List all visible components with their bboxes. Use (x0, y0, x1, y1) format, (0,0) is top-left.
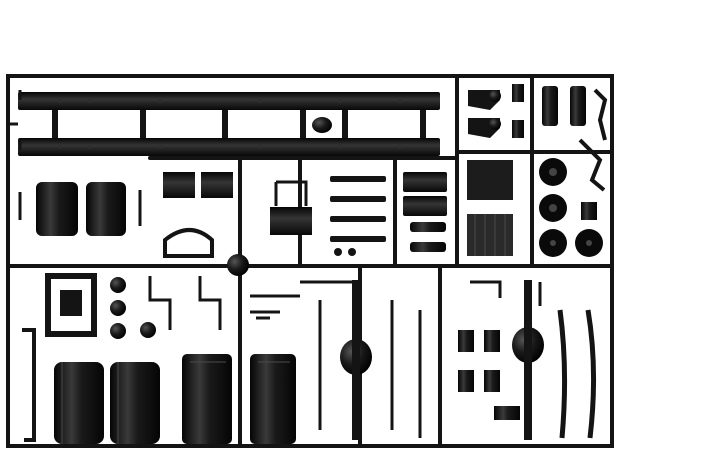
suspension-parts (148, 276, 422, 438)
top-right-brackets (468, 84, 524, 138)
seat-parts (163, 172, 312, 258)
lower-mudguards (54, 362, 160, 444)
air-tanks (542, 86, 608, 192)
fuel-tanks (182, 354, 296, 444)
lower-left-parts (22, 273, 156, 442)
chassis-rails (8, 90, 440, 156)
shaft-parts (330, 176, 386, 256)
brake-drums (539, 158, 603, 257)
rear-axles (340, 280, 544, 440)
battery-boxes (403, 160, 513, 256)
leaf-springs (458, 280, 597, 439)
sprue-gate-hub (227, 254, 249, 276)
upper-mudguards (18, 182, 142, 236)
